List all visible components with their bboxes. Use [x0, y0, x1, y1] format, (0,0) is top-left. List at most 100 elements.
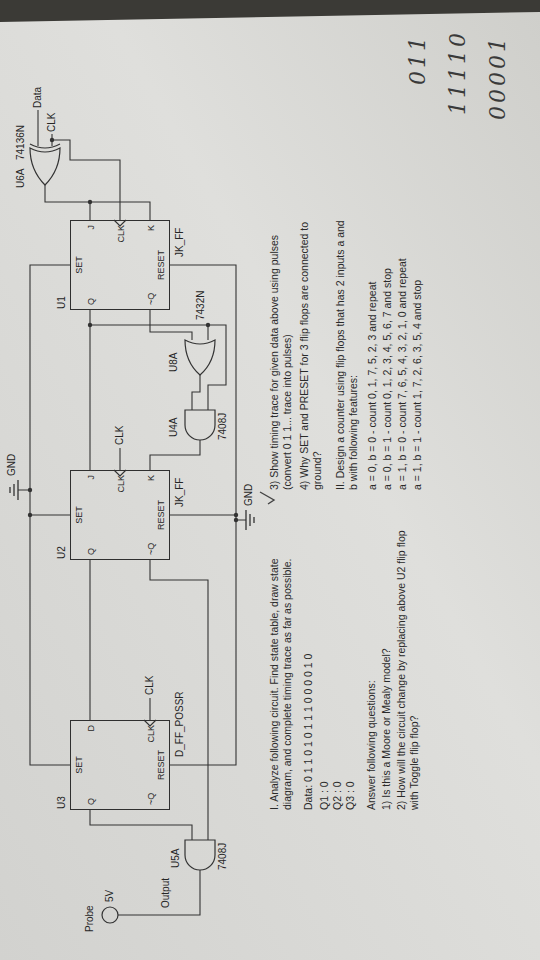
pin-label: CLK [144, 725, 158, 743]
xor-gate [30, 148, 60, 185]
pin-label: K [144, 475, 158, 481]
or-input-wire [207, 325, 208, 340]
question-text: Data: 0 1 1 0 1 0 1 1 1 0 0 0 0 1 0 [302, 520, 315, 810]
wires [18, 110, 246, 915]
and-gate [185, 840, 215, 870]
part-label: U6A [15, 169, 27, 188]
junction-dots [88, 200, 92, 204]
question-text: Q1 : 0 [318, 520, 331, 810]
question-text: II. Design a counter using flip flops th… [334, 218, 360, 490]
ground-symbol [246, 510, 254, 530]
junction-dots [28, 513, 32, 517]
question-text: a = 1, b = 1 - count 1, 7, 2, 6, 3, 5, 4… [411, 218, 424, 490]
voltage-label: 5V [104, 890, 116, 902]
part-label: 74136N [15, 125, 27, 160]
pin-label: K [144, 225, 158, 231]
pin-label: Q [84, 298, 98, 305]
paper-sheet [0, 12, 540, 960]
question-text: Answer following questions: [365, 520, 378, 810]
part-designator: U2 [55, 546, 69, 559]
part-label: U4A [168, 418, 180, 437]
junction-dots [234, 518, 238, 522]
clk-wire [52, 140, 120, 220]
handwritten-note: 11110 [445, 30, 471, 115]
net-label: CLK [46, 113, 58, 132]
wire-connector [89, 310, 90, 470]
j-wire [45, 185, 90, 220]
or-output-wire [192, 375, 200, 410]
part-label: 7432N [195, 291, 207, 320]
junction-dots [50, 138, 54, 142]
question-text: a = 0, b = 0 - count 0, 1, 7, 5, 2, 3 an… [366, 218, 379, 490]
reset-ground-bus [170, 265, 246, 765]
pin-label: D [84, 725, 98, 732]
check-mark [260, 492, 274, 504]
or-gate [185, 340, 215, 375]
pin-label: SET [72, 506, 86, 524]
clk-wire [149, 698, 150, 720]
wire-connector [89, 560, 90, 720]
part-label: U5A [170, 849, 182, 868]
question-column: I. Analyze following circuit. Find state… [268, 520, 423, 810]
pin-label: RESET [154, 750, 168, 780]
net-label: CLK [144, 676, 156, 695]
pin-label: J [84, 475, 98, 480]
flip-flop-box: U3SETDQCLK~QRESETD_FF_POSSR [70, 720, 170, 810]
input-label: Data [32, 87, 44, 108]
part-designator: U1 [55, 296, 69, 309]
pin-label: ~Q [144, 293, 158, 305]
flip-flop-box: U2SETQJCLKKRESET~QJK_FF [70, 470, 170, 560]
junction-dots [28, 488, 32, 492]
question-column: 3) Show timing trace for given data abov… [268, 218, 426, 490]
pin-label: SET [72, 756, 86, 774]
question-text: 4) Why SET and PRESET for 3 flip flops a… [298, 218, 324, 490]
net-label: CLK [114, 426, 126, 445]
question-text: a = 0, b = 1 - count 0, 1, 2, 3, 4, 5, 6… [381, 218, 394, 490]
junction-dots [234, 513, 238, 517]
ground-symbol [10, 480, 18, 500]
question-text: a = 1, b = 0 - count 7, 6, 5, 4, 3, 2, 1… [396, 218, 409, 490]
question-text: 3) Show timing trace for given data abov… [268, 218, 294, 490]
pin-label: Q [84, 798, 98, 805]
pin-label: CLK [114, 475, 128, 493]
k-wire [150, 440, 200, 470]
part-label: U8A [168, 353, 180, 372]
question-text: I. Analyze following circuit. Find state… [268, 520, 294, 810]
question-text: 2) How will the circuit change by replac… [395, 520, 421, 810]
pin-label: RESET [154, 500, 168, 530]
question-text: 1) Is this a Moore or Mealy model? [380, 520, 393, 810]
pin-label: CLK [114, 225, 128, 243]
and-input-wire [90, 325, 226, 410]
probe-label: Probe [84, 905, 96, 932]
and-input-wire [90, 810, 192, 840]
ground-label: GND [6, 454, 18, 476]
ground-label: GND [243, 484, 255, 506]
probe-symbol [102, 907, 118, 923]
question-text: Q3 : 0 [344, 520, 357, 810]
part-type-label: JK_FF [173, 478, 187, 507]
part-type-label: D_FF_POSSR [173, 691, 187, 757]
pin-label: SET [72, 256, 86, 274]
data-wire [37, 110, 38, 146]
part-label: 7408J [217, 413, 229, 440]
pin-label: ~Q [144, 543, 158, 555]
set-ground-bus [18, 265, 70, 765]
handwritten-note: 011 [405, 34, 431, 85]
part-type-label: JK_FF [173, 228, 187, 257]
handwritten-note: 00001 [485, 35, 511, 120]
ground-symbol [10, 480, 254, 530]
flip-flop-box: U1SETQJCLKKRESET~QJK_FF [70, 220, 170, 310]
part-label: 7408J [217, 843, 229, 870]
logic-gates [30, 144, 274, 923]
xor-gate [30, 144, 60, 148]
pin-label: ~Q [144, 793, 158, 805]
pin-label: Q [84, 548, 98, 555]
pin-label: RESET [154, 250, 168, 280]
output-wire [118, 870, 200, 915]
clk-wire [119, 448, 120, 470]
junction-dots [28, 138, 238, 522]
junction-dots [206, 323, 210, 327]
and-input-wire [150, 560, 208, 840]
